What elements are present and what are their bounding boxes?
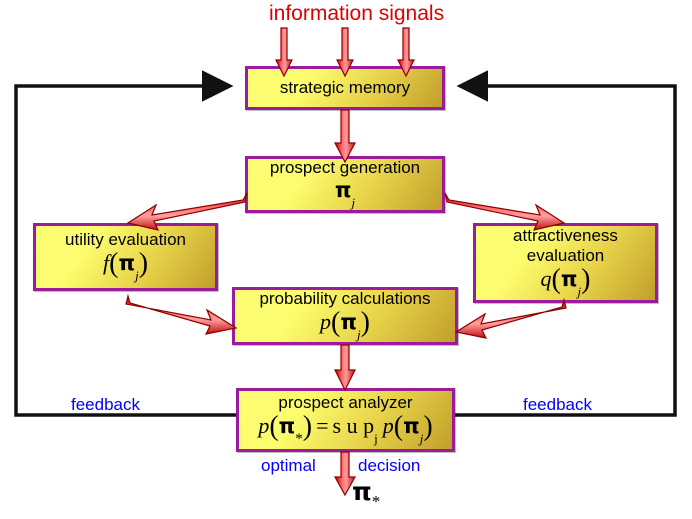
analyzer-fn-right: p	[382, 413, 394, 439]
output-pi-symbol: π	[352, 477, 372, 506]
arrow-attractiveness-to-probability	[454, 297, 567, 339]
analyzer-arg-right-sub: j	[419, 430, 424, 446]
feedback-label-left: feedback	[71, 395, 140, 414]
optimal-label: optimal	[261, 456, 316, 475]
analyzer-arg-right-pi: π	[403, 414, 420, 439]
node-attractiveness-evaluation[interactable]: attractiveness evaluation q(πj)	[473, 223, 658, 303]
feedback-label-right: feedback	[523, 395, 592, 414]
utility-evaluation-formula: f(πj)	[102, 248, 149, 283]
utility-evaluation-label: utility evaluation	[65, 230, 186, 250]
information-signals-label: information signals	[269, 2, 445, 25]
probability-fn: p	[320, 309, 332, 335]
prospect-analyzer-label: prospect analyzer	[278, 393, 413, 413]
attractiveness-arg-pi: π	[560, 267, 578, 292]
prospect-generation-formula: πj	[335, 178, 355, 210]
strategic-memory-label: strategic memory	[279, 78, 411, 97]
analyzer-sup-operator: s u p	[332, 413, 375, 439]
output-pi-star: π*	[352, 477, 380, 511]
probability-arg-pi: π	[340, 310, 357, 335]
arrow-utility-to-probability	[125, 293, 238, 335]
utility-arg-pi: π	[118, 251, 136, 276]
prospect-generation-label: prospect generation	[269, 158, 421, 178]
arrow-memory-to-generation	[334, 109, 356, 164]
analyzer-arg-left-pi: π	[278, 414, 296, 439]
analyzer-arg-left-sub: *	[295, 430, 303, 447]
arrow-probability-to-analyzer	[334, 344, 356, 392]
probability-calculations-label: probability calculations	[259, 289, 431, 309]
attractiveness-label-line2: evaluation	[526, 246, 605, 266]
attractiveness-formula: q(πj)	[540, 264, 591, 299]
analyzer-sup-subscript: j	[374, 430, 378, 446]
attractiveness-fn: q	[540, 266, 552, 292]
pi-subscript: j	[351, 194, 356, 210]
node-probability-calculations[interactable]: probability calculations p(πj)	[232, 287, 458, 345]
decision-label: decision	[358, 456, 421, 475]
output-pi-subscript: *	[371, 492, 381, 511]
probability-calculations-formula: p(πj)	[320, 307, 370, 342]
probability-arg-sub: j	[357, 326, 361, 342]
node-prospect-generation[interactable]: prospect generation πj	[245, 156, 445, 213]
attractiveness-label-line1: attractiveness	[513, 226, 618, 246]
pi-symbol: π	[334, 178, 352, 203]
analyzer-fn-left: p	[258, 413, 270, 439]
node-strategic-memory[interactable]: strategic memory	[245, 66, 445, 110]
node-utility-evaluation[interactable]: utility evaluation f(πj)	[33, 223, 218, 291]
analyzer-equals: =	[316, 413, 329, 439]
